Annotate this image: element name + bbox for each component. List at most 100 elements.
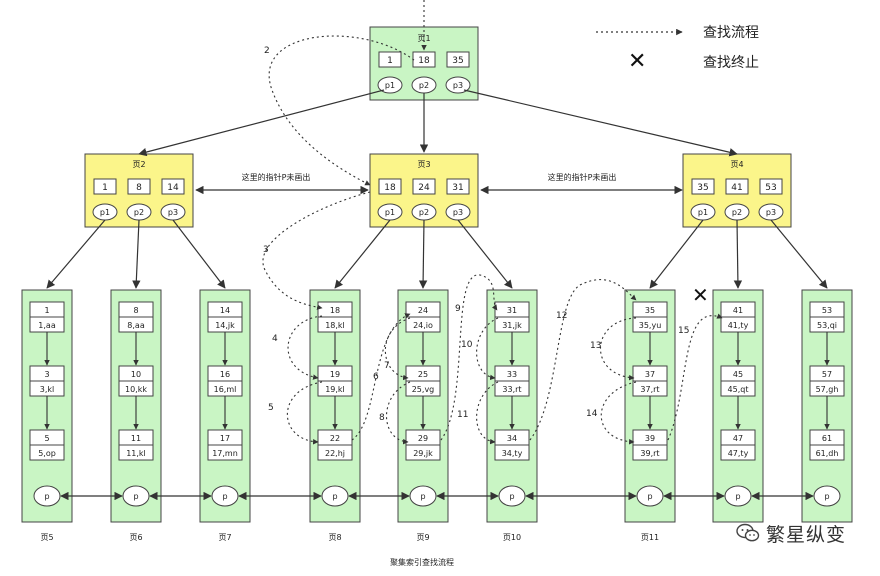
stop-icon: ✕ — [628, 49, 646, 74]
leaf-record-key: 5 — [44, 434, 49, 443]
internal-page-key: 35 — [697, 183, 708, 193]
leaf-page-label: 页7 — [218, 533, 231, 542]
leaf-record-value: 39,rt — [640, 449, 659, 458]
internal-page-key-cell — [93, 178, 117, 195]
internal-page-pointer-label: p1 — [698, 208, 708, 217]
step-label: 7 — [384, 361, 390, 371]
sibling-note: 这里的指针P未画出 — [242, 172, 311, 182]
tree-edge — [334, 219, 391, 289]
internal-page-key-cell — [412, 178, 436, 195]
leaf-record-value: 1,aa — [38, 321, 56, 330]
tree-edge — [138, 89, 385, 157]
leaf-pointer-label: p — [420, 492, 425, 501]
internal-page-key-cell — [161, 178, 185, 195]
leaf-record-value: 19,kl — [325, 385, 345, 394]
leaf-record-key: 1 — [44, 306, 49, 315]
leaf-record-value: 16,ml — [214, 385, 237, 394]
internal-page-key: 8 — [136, 183, 142, 193]
leaf-record-key: 22 — [330, 434, 340, 443]
leaf-record-value: 57,gh — [816, 385, 839, 394]
flow-path-10 — [476, 317, 499, 381]
leaf-record-key: 31 — [507, 306, 517, 315]
leaf-pointer — [33, 485, 61, 507]
step-labels: 2 3 4 5 6 7 8 9 10 11 12 13 14 15 — [263, 46, 689, 423]
internal-page-key: 1 — [102, 183, 108, 193]
wechat-icon — [736, 523, 760, 542]
watermark-text: 繁星纵变 — [766, 523, 847, 546]
flow-path-9 — [440, 274, 498, 441]
flow-path-13 — [600, 317, 637, 381]
legend: 查找流程 ✕ 查找终止 — [596, 25, 759, 74]
leaf-record-key: 29 — [418, 434, 428, 443]
flow-path-3 — [262, 191, 371, 310]
step-label: 5 — [268, 403, 274, 413]
leaf-page-label: 页10 — [503, 533, 521, 542]
internal-page-key-cell — [725, 178, 749, 195]
leaf-record-value: 33,rt — [502, 385, 521, 394]
leaf-record-key: 11 — [131, 434, 141, 443]
leaf-pointer-label: p — [735, 492, 740, 501]
leaf-record-value: 17,mn — [212, 449, 238, 458]
tree-edge — [770, 219, 828, 289]
internal-page-title: 页4 — [730, 160, 743, 169]
leaf-record-key: 34 — [507, 434, 517, 443]
internal-page-key-cell — [691, 178, 715, 195]
sibling-links: 这里的指针P未画出 这里的指针P未画出 — [195, 172, 683, 195]
leaf-page-label: 页9 — [416, 533, 429, 542]
leaf-record-value: 47,ty — [728, 449, 749, 458]
leaf-pointer-label: p — [647, 492, 652, 501]
leaf-page-label: 页6 — [129, 533, 142, 542]
leaf-record-key: 25 — [418, 370, 428, 379]
internal-page-key: 24 — [418, 183, 430, 193]
leaf-record-key: 45 — [733, 370, 743, 379]
search-flow-paths — [262, 0, 723, 445]
leaf-record-value: 14,jk — [215, 321, 235, 330]
tree-edge — [132, 219, 141, 289]
legend-stop-label: 查找终止 — [703, 55, 759, 71]
internal-page-pointer-label: p2 — [134, 208, 144, 217]
leaf-record-value: 3,kl — [40, 385, 55, 394]
leaf-pointer-label: p — [332, 492, 337, 501]
leaf-record-value: 10,kk — [125, 385, 147, 394]
root-key-cell — [446, 51, 470, 68]
root-title: 页1 — [417, 34, 430, 43]
root-pointer-label: p3 — [453, 81, 463, 90]
flow-path-2 — [268, 35, 415, 186]
leaf-record-key: 10 — [131, 370, 141, 379]
leaf-record-key: 37 — [645, 370, 655, 379]
internal-page-key-cell — [446, 178, 470, 195]
internal-page-key: 31 — [452, 183, 463, 193]
leaf-record-key: 57 — [822, 370, 832, 379]
leaf-page-label: 页5 — [40, 533, 53, 542]
leaf-pointer — [321, 485, 349, 507]
leaf-pointer — [498, 485, 526, 507]
leaf-record-value: 25,vg — [412, 385, 435, 394]
internal-page-key: 14 — [167, 183, 179, 193]
tree-edge — [46, 219, 106, 289]
internal-page-pointer-label: p3 — [766, 208, 776, 217]
leaf-record-key: 41 — [733, 306, 743, 315]
leaf-record-key: 19 — [330, 370, 340, 379]
leaf-record-value: 31,jk — [502, 321, 522, 330]
watermark: 繁星纵变 — [736, 520, 846, 546]
tree-edge — [457, 219, 513, 289]
root-pointer — [445, 76, 471, 94]
leaf-pointer-label: p — [222, 492, 227, 501]
internal-page-pointer-label: p3 — [453, 208, 463, 217]
tree-edge — [172, 219, 226, 289]
internal-page-pointer-label: p1 — [100, 208, 110, 217]
flow-path-14 — [600, 381, 637, 445]
leaf-record-value: 34,ty — [502, 449, 523, 458]
leaf-record-value: 18,kl — [325, 321, 345, 330]
internal-page-pointer-label: p1 — [385, 208, 395, 217]
step-label: 13 — [590, 341, 601, 351]
leaf-pointer-label: p — [133, 492, 138, 501]
leaf-record-value: 8,aa — [127, 321, 145, 330]
